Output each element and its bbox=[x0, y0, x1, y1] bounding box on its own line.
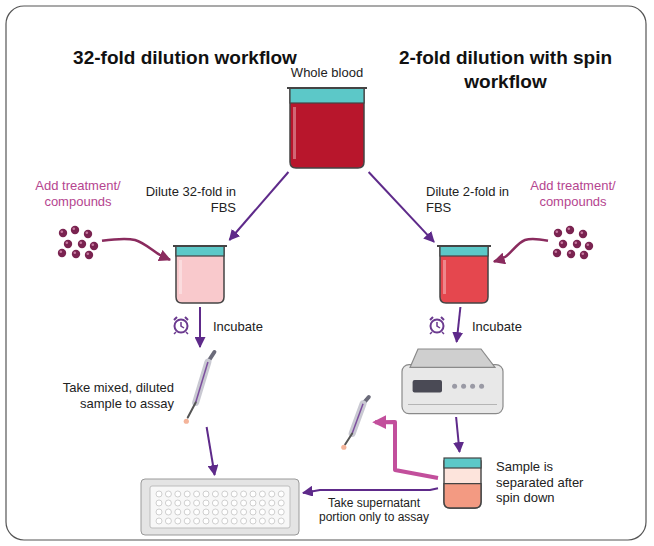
separated-tube-drawing bbox=[440, 455, 485, 510]
edge-label: Incubate bbox=[470, 319, 544, 335]
centrifuge-drawing bbox=[400, 345, 505, 415]
centrifuge bbox=[400, 345, 505, 415]
node-label: Sample is separated after spin down bbox=[496, 459, 608, 506]
edge-label: Dilute 32-fold in FBS bbox=[142, 184, 238, 215]
blood-beaker-drawing bbox=[287, 85, 367, 170]
flow-arrow bbox=[199, 307, 201, 347]
edge-label: Dilute 2-fold in FBS bbox=[424, 184, 520, 215]
flow-arrow bbox=[303, 488, 438, 493]
flow-arrow bbox=[457, 307, 461, 342]
compound-dots-drawing bbox=[550, 225, 595, 258]
pipette-drawing bbox=[340, 395, 372, 450]
flow-arrow bbox=[456, 417, 459, 452]
node-label: Whole blood bbox=[262, 65, 392, 81]
compound-dots: Add treatment/ compounds bbox=[550, 225, 595, 258]
pipette-drawing bbox=[182, 350, 218, 425]
workflow-heading: 32-fold dilution workflow bbox=[70, 46, 300, 70]
assay-plate-drawing bbox=[140, 478, 300, 536]
flow-arrow bbox=[229, 172, 288, 240]
node-label: Take mixed, diluted sample to assay bbox=[48, 380, 174, 411]
pipette: Take mixed, diluted sample to assay bbox=[182, 350, 218, 425]
compound-dots-drawing bbox=[55, 225, 100, 258]
diluted-beaker-drawing bbox=[437, 243, 491, 305]
separated-tube: Sample is separated after spin down bbox=[440, 455, 485, 510]
diluted-beaker-drawing bbox=[173, 243, 227, 305]
edge-label: Incubate bbox=[211, 319, 285, 335]
edge-label: Take supernatant portion only to assay bbox=[308, 496, 440, 525]
node-label: Add treatment/ compounds bbox=[18, 178, 138, 209]
flow-arrow bbox=[494, 239, 548, 261]
diluted-beaker bbox=[173, 243, 227, 305]
pipette bbox=[340, 395, 372, 450]
blood-beaker: Whole blood bbox=[287, 85, 367, 170]
workflow-heading: 2-fold dilution with spin workflow bbox=[378, 46, 633, 94]
clock-icon bbox=[430, 317, 444, 334]
flow-arrow bbox=[207, 427, 215, 475]
compound-dots: Add treatment/ compounds bbox=[55, 225, 100, 258]
assay-plate bbox=[140, 478, 300, 536]
diluted-beaker bbox=[437, 243, 491, 305]
node-label: Add treatment/ compounds bbox=[513, 178, 633, 209]
frame-border bbox=[6, 6, 646, 540]
clock-icon bbox=[174, 317, 188, 334]
flow-arrow bbox=[375, 422, 438, 478]
flow-arrow bbox=[102, 239, 170, 260]
